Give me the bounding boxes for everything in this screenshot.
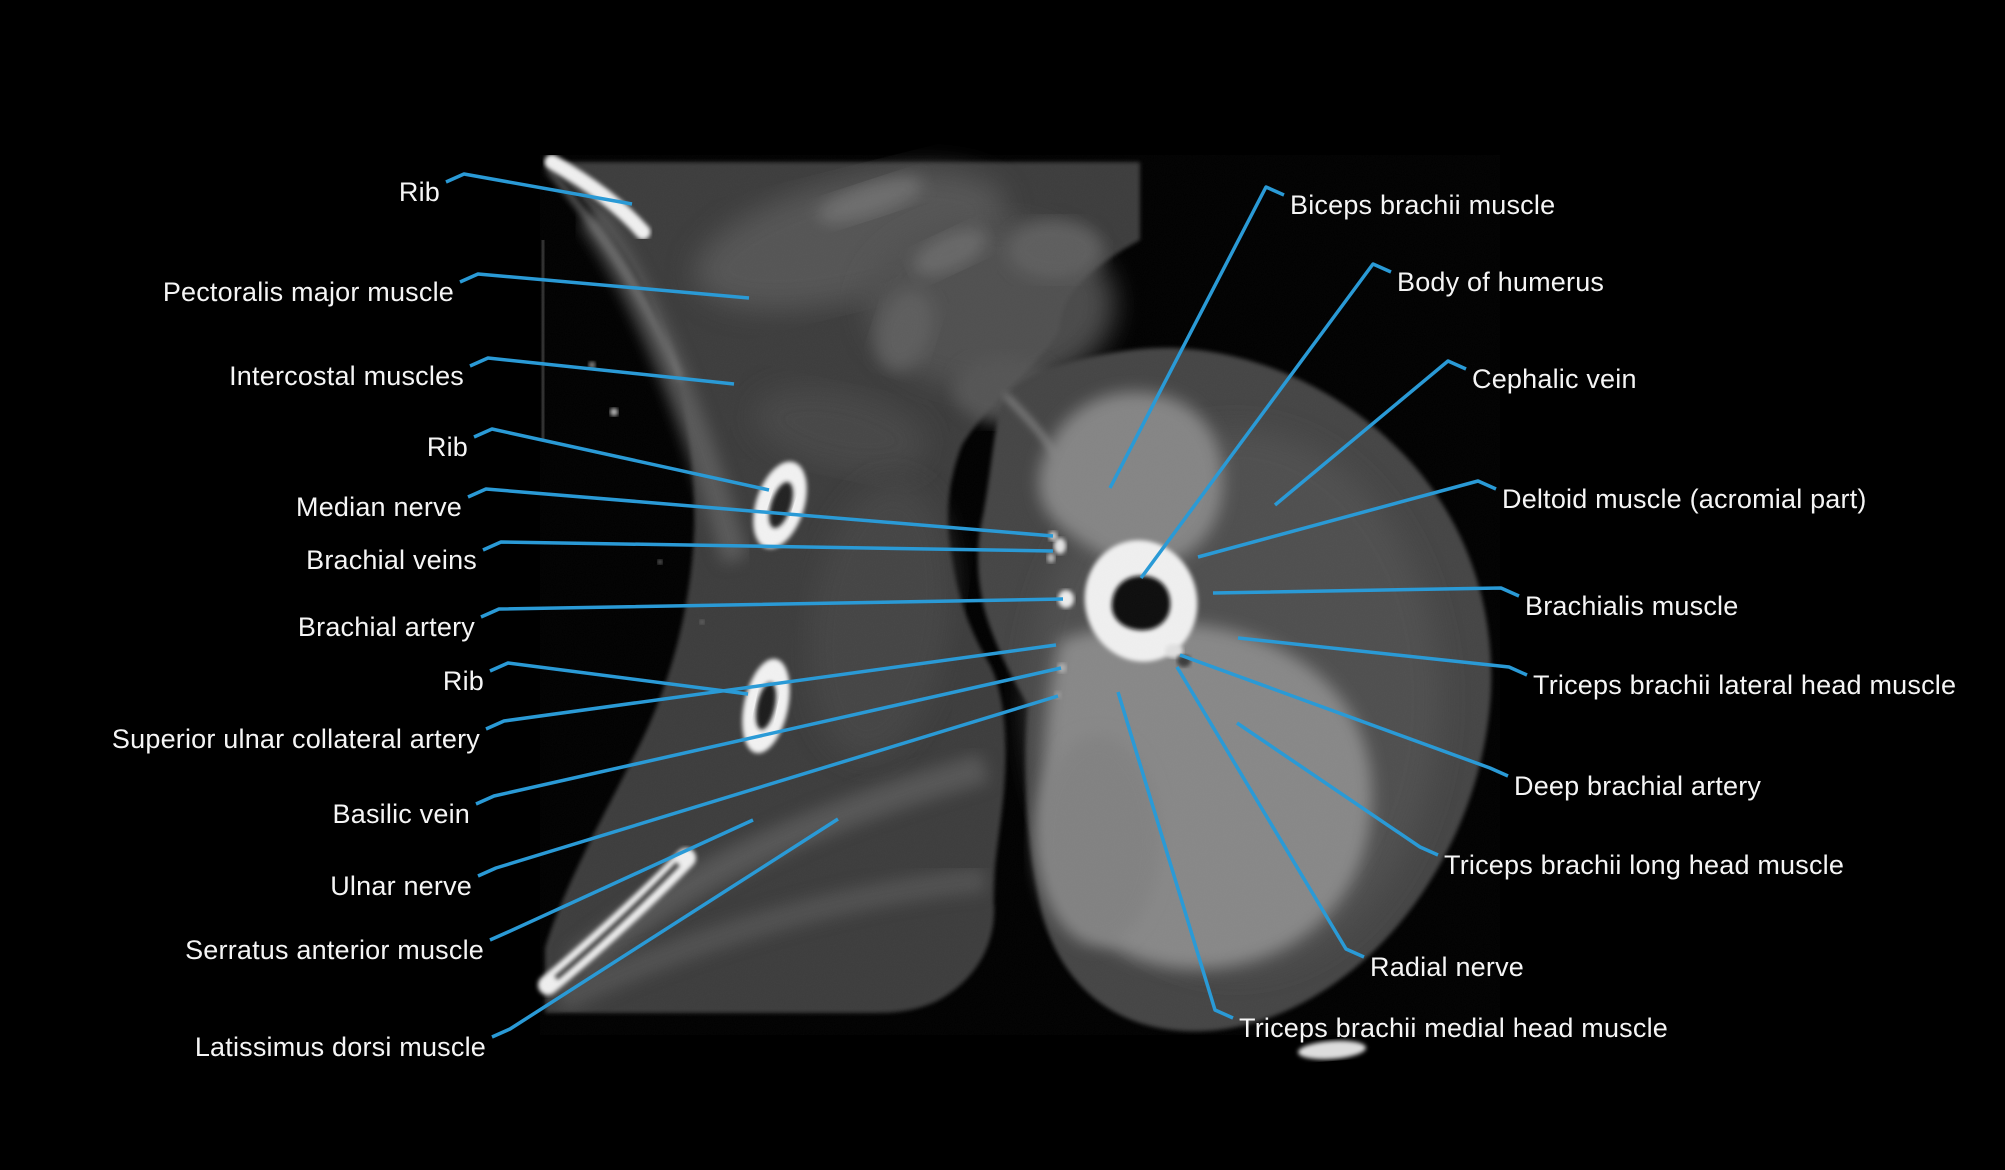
ct-grain-overlay bbox=[540, 155, 1500, 1035]
